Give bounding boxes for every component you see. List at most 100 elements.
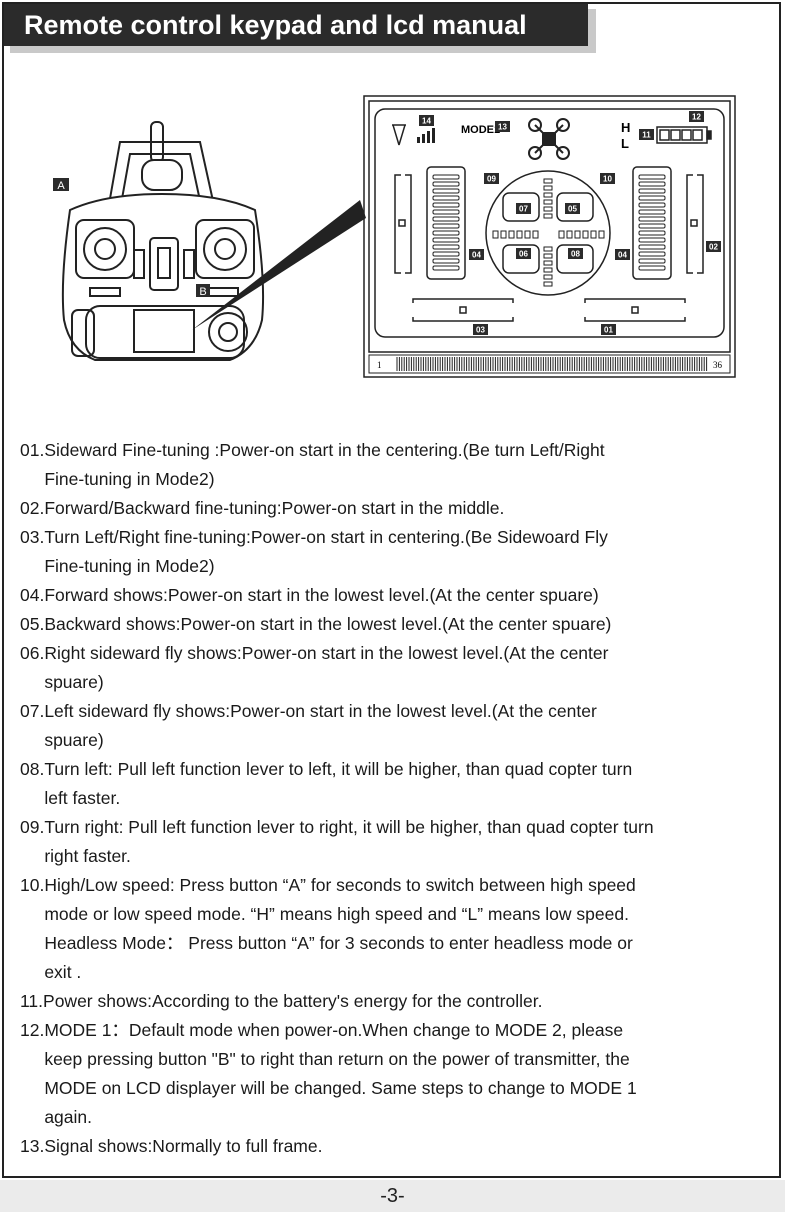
right-bar-segment	[638, 244, 666, 250]
manual-item-number: 07.	[20, 701, 45, 721]
scale-left-label: 1	[377, 360, 382, 370]
dial-bar-left	[500, 230, 507, 239]
callout-label: 14	[422, 117, 431, 126]
manual-item-number: 08.	[20, 759, 45, 779]
callout-box	[419, 115, 434, 126]
callout-label: 12	[692, 113, 701, 122]
left-bar-segment	[432, 202, 460, 208]
manual-item: 02.Forward/Backward fine-tuning:Power-on…	[20, 494, 780, 523]
callout-label: 04	[618, 251, 627, 260]
left-bar-segment	[432, 230, 460, 236]
manual-item-line: Turn Left/Right fine-tuning:Power-on sta…	[44, 527, 608, 547]
dial-bar-right	[566, 230, 573, 239]
manual-item-line: High/Low speed: Press button “A” for sec…	[44, 875, 636, 895]
callout-box	[601, 324, 616, 335]
manual-item-number: 13.	[20, 1136, 45, 1156]
left-bar-segment	[432, 258, 460, 264]
left-bar-segment	[432, 244, 460, 250]
left-bar-segment	[432, 237, 460, 243]
manual-item-line: Signal shows:Normally to full frame.	[44, 1136, 323, 1156]
dial-bar-left	[508, 230, 515, 239]
right-bar-segment	[638, 174, 666, 180]
battery-icon	[656, 126, 712, 144]
manual-item-line: Sideward Fine-tuning :Power-on start in …	[44, 440, 605, 460]
dial-bar-down	[543, 246, 553, 252]
dial-bar-right	[574, 230, 581, 239]
manual-item-line: Forward shows:Power-on start in the lowe…	[44, 585, 599, 605]
callout-label: 04	[472, 251, 481, 260]
direction-dial	[485, 170, 611, 296]
left-throttle-bars	[432, 174, 460, 271]
manual-item-line: Headless Mode： Press button “A” for 3 se…	[44, 933, 633, 953]
remote-controller-illustration: A B	[53, 121, 265, 361]
lcd-scale-strip	[368, 354, 731, 374]
dial-bar-down	[543, 274, 553, 280]
callout-box	[568, 248, 583, 259]
callout-label: 02	[709, 243, 718, 252]
manual-item-line: left faster.	[44, 788, 121, 808]
dial-bar-up	[543, 213, 553, 219]
manual-item-line: spuare)	[44, 730, 104, 750]
callout-box	[689, 111, 704, 122]
manual-item-line: Fine-tuning in Mode2)	[44, 556, 215, 576]
callout-box	[516, 203, 531, 214]
remote-label-a: A	[57, 180, 65, 192]
mode-indicator: MODE1	[461, 124, 500, 136]
callout-box	[473, 324, 488, 335]
callout-box	[516, 248, 531, 259]
manual-list: 01.Sideward Fine-tuning :Power-on start …	[20, 436, 780, 1161]
dial-bar-right	[590, 230, 597, 239]
signal-bars-icon	[417, 128, 435, 143]
dial-bar-down	[543, 281, 553, 287]
right-bar-segment	[638, 195, 666, 201]
right-bar-segment	[638, 258, 666, 264]
right-bar-segment	[638, 230, 666, 236]
callout-label: 06	[519, 250, 528, 259]
manual-item-number: 01.	[20, 440, 45, 460]
dial-bar-up	[543, 178, 553, 184]
manual-item-number: 03.	[20, 527, 45, 547]
manual-item: 03.Turn Left/Right fine-tuning:Power-on …	[20, 523, 780, 581]
right-bar-segment	[638, 188, 666, 194]
manual-item-line: again.	[44, 1107, 93, 1127]
page-frame	[2, 2, 781, 1178]
dial-bar-up	[543, 192, 553, 198]
drone-icon	[528, 118, 570, 160]
callout-label: 03	[476, 326, 485, 335]
manual-item-line: Backward shows:Power-on start in the low…	[44, 614, 612, 634]
dial-bar-right	[558, 230, 565, 239]
manual-item: 05.Backward shows:Power-on start in the …	[20, 610, 780, 639]
right-bar-segment	[638, 181, 666, 187]
dial-bar-right	[598, 230, 605, 239]
scale-right-label: 36	[713, 360, 723, 370]
manual-item-line: exit .	[44, 962, 82, 982]
callout-box	[565, 203, 580, 214]
manual-item-number: 11.	[20, 991, 44, 1011]
left-bar-segment	[432, 181, 460, 187]
manual-item-line: Left sideward fly shows:Power-on start i…	[44, 701, 597, 721]
right-bar-segment	[638, 251, 666, 257]
manual-item-number: 02.	[20, 498, 45, 518]
callout-label: 11	[642, 131, 651, 140]
remote-label-b: B	[199, 286, 206, 298]
page-title: Remote control keypad and lcd manual	[4, 4, 588, 46]
manual-item-line: Power shows:According to the battery's e…	[43, 991, 543, 1011]
left-bar-segment	[432, 174, 460, 180]
manual-item: 08.Turn left: Pull left function lever t…	[20, 755, 780, 813]
left-bar-segment	[432, 223, 460, 229]
callout-label: 09	[487, 175, 496, 184]
callout-box	[469, 249, 484, 260]
dial-bar-down	[543, 267, 553, 273]
dial-bar-left	[524, 230, 531, 239]
dial-bar-left	[532, 230, 539, 239]
callout-box	[706, 241, 721, 252]
manual-item: 07.Left sideward fly shows:Power-on star…	[20, 697, 780, 755]
dial-bar-up	[543, 199, 553, 205]
callout-label: 07	[519, 205, 528, 214]
dial-bar-up	[543, 185, 553, 191]
left-bar-segment	[432, 209, 460, 215]
manual-item: 13.Signal shows:Normally to full frame.	[20, 1132, 780, 1161]
manual-item: 11.Power shows:According to the battery'…	[20, 987, 780, 1016]
right-bar-segment	[638, 265, 666, 271]
dial-bar-down	[543, 260, 553, 266]
